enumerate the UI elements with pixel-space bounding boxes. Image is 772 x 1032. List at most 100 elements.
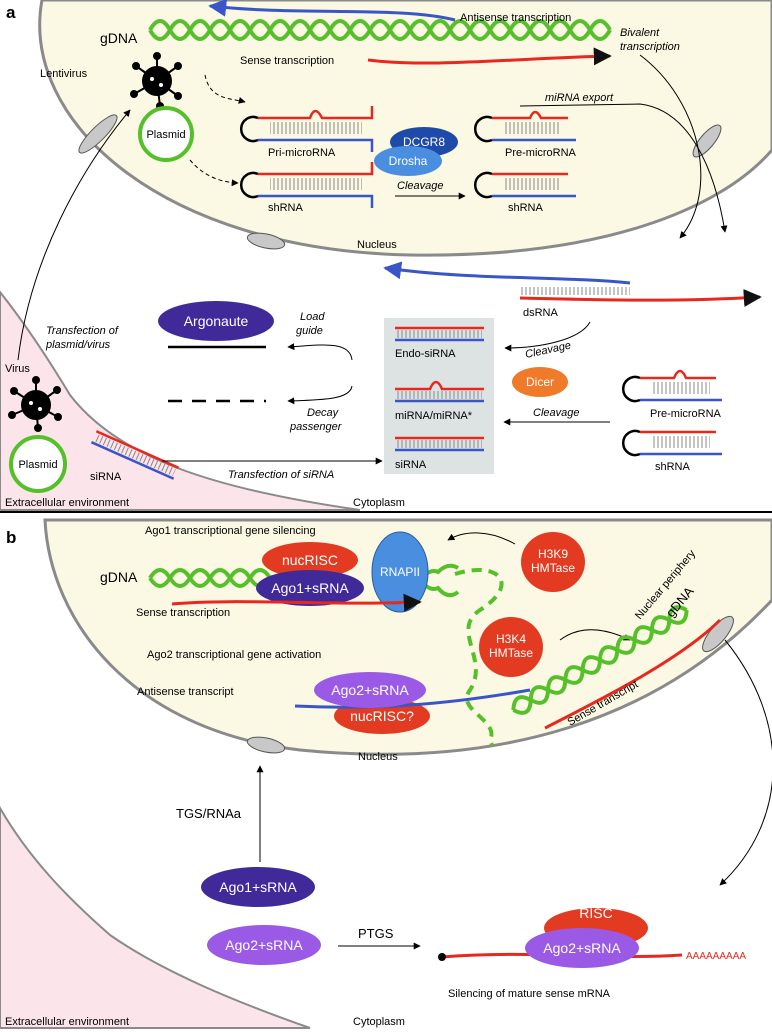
shrna-nucleus-label: shRNA <box>268 202 304 214</box>
cleavage-ds-label: Cleavage <box>524 340 572 361</box>
ago2-srna-mrna-protein <box>525 928 639 968</box>
lentivirus-label: Lentivirus <box>40 68 88 80</box>
ago1-tgs-label: Ago1 transcriptional gene silencing <box>145 525 316 537</box>
plasmid-env-label: Plasmid <box>18 459 57 471</box>
nuclear-pore <box>246 232 286 250</box>
ago2-srna-cyto-protein <box>207 925 321 965</box>
drosha-protein <box>374 146 442 176</box>
rnapii-protein <box>371 531 429 613</box>
plasmid-env-icon <box>9 435 67 493</box>
load-guide-label-2: guide <box>296 325 323 337</box>
shrna-cyto-hairpin <box>622 429 722 457</box>
risc-label: RISC <box>579 905 612 921</box>
bivalent-arrow <box>639 54 702 239</box>
poly-a-label: AAAAAAAAA <box>686 951 746 962</box>
pre-microrna-cyto-label: Pre-microRNA <box>650 408 722 420</box>
sense-transcript-periphery <box>544 618 722 730</box>
gdna-periphery-helix <box>511 605 689 715</box>
shrna-nucleus2-label: shRNA <box>508 202 544 214</box>
h3k9-hmtase <box>521 532 585 592</box>
sirna-env-duplex <box>90 430 180 480</box>
antisense-transcription-label: Antisense transcription <box>460 12 571 24</box>
ago1-srna-nuc-label: Ago1+sRNA <box>271 580 349 596</box>
ago1-srna-cyto-label: Ago1+sRNA <box>219 879 297 895</box>
pri-microrna-label: Pri-microRNA <box>268 147 336 159</box>
pre-microrna-nucleus-label: Pre-microRNA <box>505 147 577 159</box>
decay-passenger-arrow <box>287 385 353 405</box>
mirna-duplex <box>395 380 484 403</box>
cytoplasm-b-label: Cytoplasm <box>353 1016 405 1028</box>
dashed-arrow <box>204 74 246 104</box>
argonaute-protein <box>158 301 274 341</box>
endo-sirna-label: Endo-siRNA <box>395 348 456 360</box>
ago2-srna-cyto-label: Ago2+sRNA <box>225 937 303 953</box>
nucrisc-q-label: nucRISC? <box>350 708 414 724</box>
dsrna <box>383 261 762 307</box>
sirna-box-duplex <box>395 436 484 452</box>
transfection-sirna-label: Transfection of siRNA <box>228 469 334 481</box>
extracellular-region-b <box>0 805 311 1029</box>
panel-a-label: a <box>6 3 16 22</box>
plasmid-nucleus-icon <box>138 106 194 162</box>
shrna-nucleus-hairpin <box>240 162 374 208</box>
sirna-box-label: siRNA <box>395 459 427 471</box>
argonaute-label: Argonaute <box>184 313 249 329</box>
ago2-srna-nuc-label: Ago2+sRNA <box>331 682 409 698</box>
h3k4-label-1: H3K4 <box>496 632 526 646</box>
ago2-srna-mrna-label: Ago2+sRNA <box>543 940 621 956</box>
nucleus-b <box>43 518 772 756</box>
dsrna-label: dsRNA <box>523 307 559 319</box>
pre-microrna-cyto-hairpin <box>622 369 722 403</box>
load-guide-arrow <box>287 343 353 361</box>
sirna-env-label: siRNA <box>90 471 122 483</box>
gdna-label: gDNA <box>100 30 138 46</box>
silencing-label: Silencing of mature sense mRNA <box>448 988 611 1000</box>
nucrisc-label: nucRISC <box>282 552 338 568</box>
pre-microrna-nucleus-hairpin <box>474 110 576 143</box>
shrna-nucleus2-hairpin <box>474 171 576 199</box>
mrna-to-cytoplasm-arrow <box>719 639 772 886</box>
h3k9-arrow <box>447 532 516 545</box>
virus-label: Virus <box>5 363 30 375</box>
nuclear-pore <box>78 114 118 154</box>
sense-transcript-b <box>171 593 422 612</box>
panel-b: b Ago1 transcriptional gene silencing gD… <box>0 518 772 1029</box>
mrna-cap <box>438 953 446 961</box>
rnapii-label: RNAPII <box>380 565 420 579</box>
ptgs-label: PTGS <box>358 926 394 941</box>
lentivirus-icon <box>130 52 182 110</box>
pri-microrna-hairpin <box>240 106 374 152</box>
mirna-export-label: miRNA export <box>545 92 614 104</box>
h3k4-label-2: HMTase <box>489 646 533 660</box>
nuclear-pore <box>246 736 286 754</box>
nucleus-b-label: Nucleus <box>358 751 398 763</box>
h3k4-hmtase <box>479 617 543 677</box>
gdna-b-label: gDNA <box>100 569 138 585</box>
cleavage-ds-arrow <box>504 321 591 352</box>
virus-icon <box>8 376 62 432</box>
nuclear-pore <box>692 124 722 158</box>
bivalent-label-1: Bivalent <box>620 27 660 39</box>
chromatin-dashed <box>454 568 504 746</box>
shrna-cyto-label: shRNA <box>655 461 691 473</box>
tgs-rnaa-label: TGS/RNAa <box>176 806 242 821</box>
dcgr8-label: DCGR8 <box>403 135 445 149</box>
antisense-transcript-label: Antisense transcript <box>137 686 234 698</box>
antisense-transcript-b <box>294 688 531 709</box>
sense-transcription-b-label: Sense transcription <box>136 607 230 619</box>
dashed-arrow <box>189 159 239 187</box>
transfection-plasmid-label-2: plasmid/virus <box>45 339 111 351</box>
h3k9-label-2: HMTase <box>531 561 575 575</box>
ago1-srna-cyto-protein <box>201 867 315 907</box>
mirna-star-label: miRNA/miRNA* <box>395 410 473 422</box>
cleavage-dicer-label: Cleavage <box>533 407 579 419</box>
gdna-helix <box>148 19 612 41</box>
sense-transcript-a <box>367 47 612 66</box>
cleavage-nucleus-label: Cleavage <box>397 180 443 192</box>
cytoplasm-a-label: Cytoplasm <box>353 497 405 509</box>
panel-b-label: b <box>6 528 16 547</box>
sense-transcription-label: Sense transcription <box>240 55 334 67</box>
endo-sirna-duplex <box>395 326 484 342</box>
nucrisc-protein <box>262 542 358 578</box>
